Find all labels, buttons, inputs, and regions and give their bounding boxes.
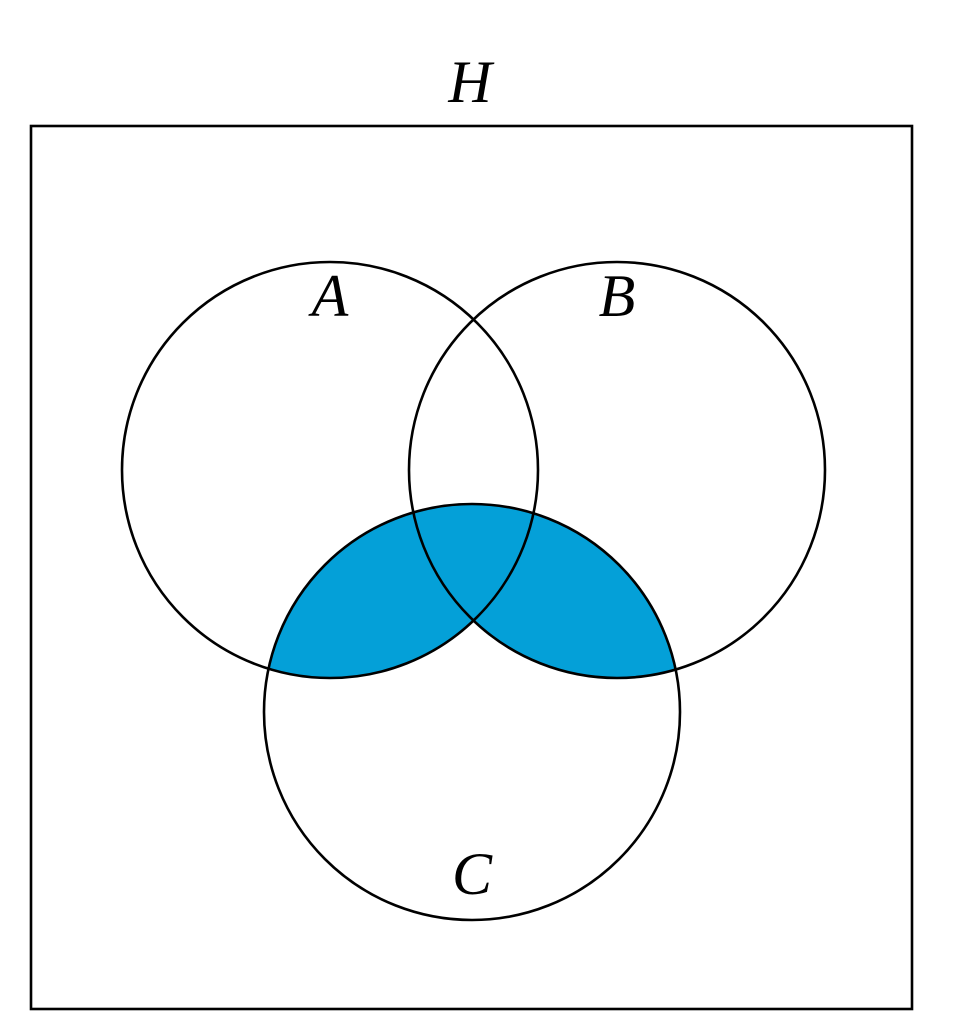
set-circle-a <box>120 260 540 680</box>
set-label-a: A <box>308 263 349 329</box>
set-label-c: C <box>452 841 493 907</box>
set-circle-b <box>407 260 827 680</box>
set-label-b: B <box>599 263 636 329</box>
set-circle-c <box>262 502 682 922</box>
universe-rectangle <box>29 124 914 1011</box>
universe-label-h: H <box>447 49 495 115</box>
